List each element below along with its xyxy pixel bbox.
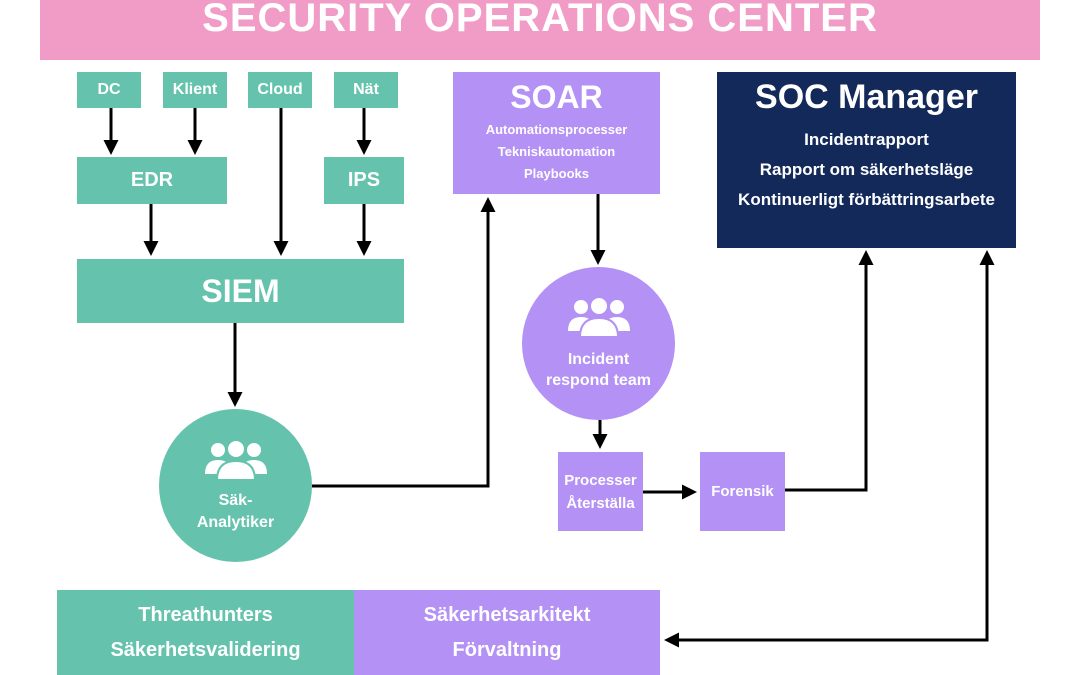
arkitekt-label-2: Förvaltning bbox=[452, 638, 562, 661]
arrow-forensik-manager bbox=[785, 250, 874, 492]
people-icon bbox=[204, 439, 267, 480]
processer-label-2: Återställa bbox=[566, 494, 635, 512]
soar-item: Automationsprocesser bbox=[485, 122, 628, 137]
soc-manager-item: Kontinuerligt förbättringsarbete bbox=[738, 190, 995, 209]
soc-manager-title: SOC Manager bbox=[755, 78, 978, 116]
processer-box: Processer Återställa bbox=[558, 452, 643, 531]
soc-manager-box: SOC Manager Incidentrapport Rapport om s… bbox=[717, 72, 1016, 248]
incident-team-label-1: Incident bbox=[567, 351, 630, 368]
source-dc: DC bbox=[77, 72, 141, 108]
forensik-label: Forensik bbox=[711, 483, 774, 500]
ips-label: IPS bbox=[347, 169, 381, 191]
source-cloud: Cloud bbox=[248, 72, 312, 108]
arrow-analyst-soar bbox=[312, 197, 496, 488]
source-nat-label: Nät bbox=[353, 81, 379, 98]
edr-box: EDR bbox=[77, 157, 227, 204]
arkitekt-box: Säkerhetsarkitekt Förvaltning bbox=[354, 590, 660, 675]
edr-label: EDR bbox=[130, 169, 174, 191]
source-nat: Nät bbox=[334, 72, 398, 108]
arkitekt-label-1: Säkerhetsarkitekt bbox=[423, 603, 591, 626]
ips-box: IPS bbox=[324, 157, 404, 204]
source-cloud-label: Cloud bbox=[257, 81, 303, 98]
threathunters-label-1: Threathunters bbox=[138, 603, 273, 626]
incident-team-label-2: respond team bbox=[546, 372, 651, 389]
source-klient-label: Klient bbox=[172, 81, 218, 98]
threathunters-box: Threathunters Säkerhetsvalidering bbox=[57, 590, 354, 675]
source-klient: Klient bbox=[163, 72, 227, 108]
soc-manager-item: Incidentrapport bbox=[804, 130, 929, 149]
soar-item: Playbooks bbox=[523, 166, 590, 181]
forensik-box: Forensik bbox=[700, 452, 785, 531]
page-title: SECURITY OPERATIONS CENTER bbox=[202, 0, 878, 40]
soar-box: SOAR Automationsprocesser Tekniskautomat… bbox=[453, 72, 660, 194]
analyst-label-2: Analytiker bbox=[196, 513, 275, 531]
analyst-circle: Säk- Analytiker bbox=[159, 409, 312, 562]
source-dc-label: DC bbox=[97, 81, 121, 98]
siem-box: SIEM bbox=[77, 259, 404, 323]
people-icon bbox=[567, 297, 630, 337]
title-banner: SECURITY OPERATIONS CENTER bbox=[40, 0, 1040, 60]
siem-label: SIEM bbox=[201, 272, 280, 309]
soc-manager-item: Rapport om säkerhetsläge bbox=[759, 160, 974, 179]
soar-title: SOAR bbox=[510, 79, 603, 115]
arrow-manager-arkitekt bbox=[664, 250, 995, 648]
soar-item: Tekniskautomation bbox=[497, 144, 616, 159]
analyst-label-1: Säk- bbox=[218, 491, 253, 509]
processer-label-1: Processer bbox=[564, 471, 637, 489]
incident-team-circle: Incident respond team bbox=[522, 267, 675, 420]
threathunters-label-2: Säkerhetsvalidering bbox=[110, 638, 301, 661]
